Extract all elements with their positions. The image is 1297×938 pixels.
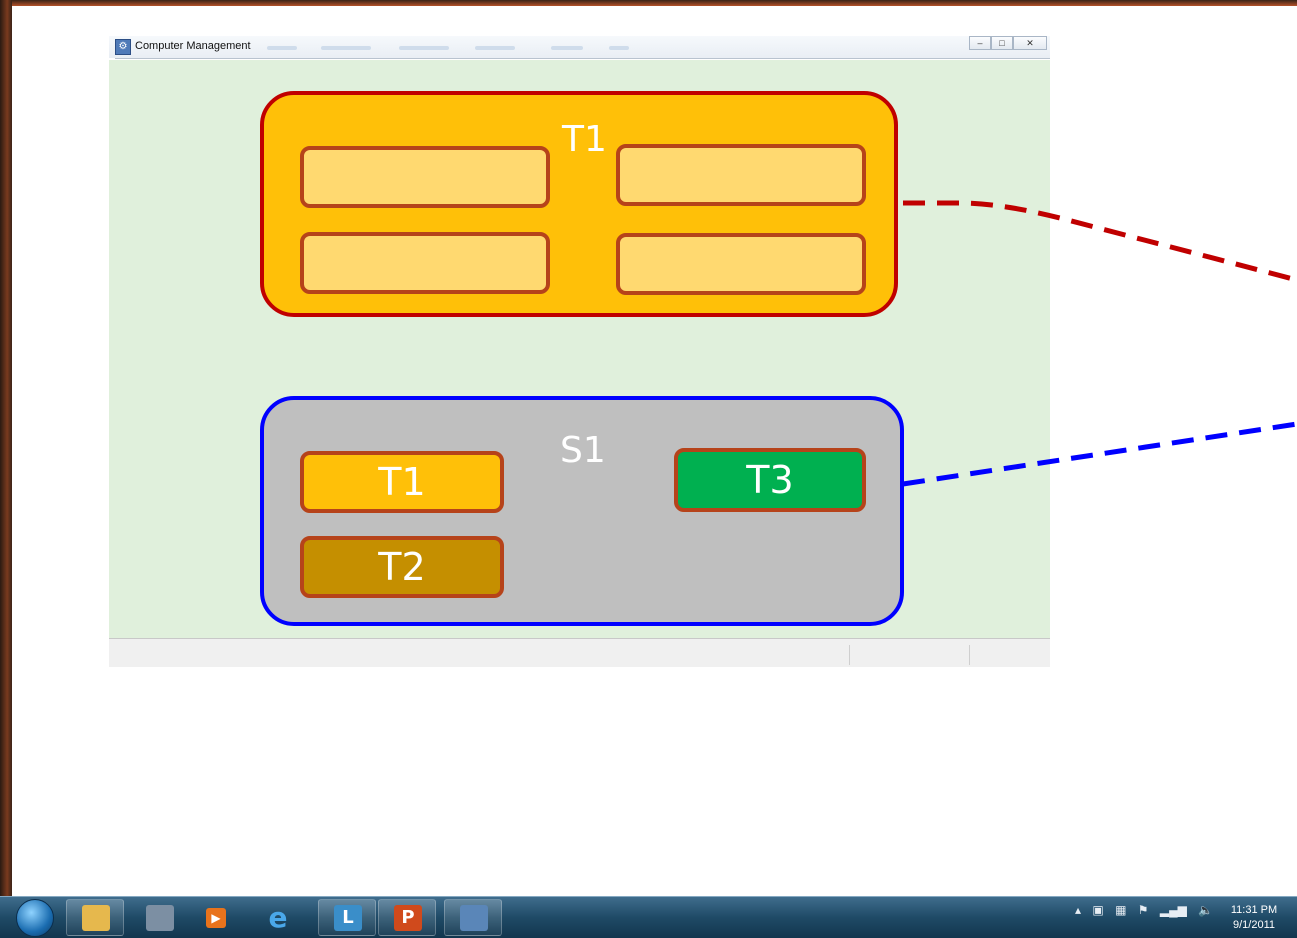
faded-menu-item (609, 46, 629, 50)
clock-time: 11:31 PM (1230, 904, 1278, 916)
titlebar-divider (115, 58, 1050, 59)
t1-slot (616, 233, 866, 295)
powerpoint-icon: P (394, 905, 422, 931)
faded-menu-item (321, 46, 371, 50)
taskbar-computer-management-button[interactable] (444, 899, 502, 936)
s1-connector-line (902, 421, 1297, 487)
taskbar-lync-button[interactable]: L (318, 899, 376, 936)
taskbar-media-player-button[interactable]: ▶ (186, 899, 244, 936)
t1-slot (300, 146, 550, 208)
desktop-frame-top (0, 0, 1297, 6)
t1-slot (616, 144, 866, 206)
faded-menu-item (399, 46, 449, 50)
signal-icon[interactable]: ▂▄▆ (1159, 903, 1187, 917)
status-divider (849, 645, 850, 665)
taskbar-clock[interactable]: 11:31 PM 9/1/2011 (1222, 903, 1286, 933)
t1-group-label: T1 (562, 119, 607, 160)
maximize-button[interactable]: □ (991, 36, 1013, 50)
network-icon[interactable]: ▦ (1115, 903, 1127, 917)
clock-date: 9/1/2011 (1232, 919, 1275, 931)
faded-menu-item (475, 46, 515, 50)
system-tray: ▴ ▣ ▦ ⚑ ▂▄▆ 🔈 (1075, 903, 1221, 933)
folder-icon (82, 905, 110, 931)
taskbar-explorer-button[interactable] (66, 899, 124, 936)
window-titlebar[interactable]: ⚙ Computer Management ‒ □ ✕ (109, 36, 1050, 59)
t1-group: T1 (260, 91, 898, 317)
action-center-flag-icon[interactable]: ⚑ (1137, 903, 1149, 917)
faded-menu-item (551, 46, 583, 50)
status-divider (969, 645, 970, 665)
task-t2: T2 (300, 536, 504, 598)
faded-menu-item (267, 46, 297, 50)
lync-icon: L (334, 905, 362, 931)
s1-group-label: S1 (560, 430, 606, 471)
show-hidden-icons-icon[interactable]: ▴ (1075, 903, 1082, 917)
task-t1: T1 (300, 451, 504, 513)
t1-connector-line (903, 200, 1297, 283)
task-t3: T3 (674, 448, 866, 512)
taskbar-ie-button[interactable]: e (248, 899, 306, 936)
taskbar: ▶ e L P ▴ ▣ ▦ ⚑ ▂▄▆ 🔈 11:31 PM 9/1/2011 (0, 896, 1297, 938)
computer-management-window: ⚙ Computer Management ‒ □ ✕ T1 S1 T1 T2 … (109, 36, 1050, 667)
desktop-frame-left (0, 0, 12, 896)
computer-management-taskbar-icon (460, 905, 488, 931)
calculator-icon (146, 905, 174, 931)
internet-explorer-icon: e (268, 901, 288, 934)
window-title: Computer Management (135, 40, 251, 52)
start-button[interactable] (16, 899, 54, 937)
volume-icon[interactable]: 🔈 (1198, 903, 1214, 917)
s1-group: S1 T1 T2 T3 (260, 396, 904, 626)
close-button[interactable]: ✕ (1013, 36, 1047, 50)
media-player-icon: ▶ (206, 908, 226, 928)
diagram-area: T1 S1 T1 T2 T3 (109, 60, 1050, 638)
minimize-button[interactable]: ‒ (969, 36, 991, 50)
onenote-icon[interactable]: ▣ (1092, 903, 1104, 917)
t1-slot (300, 232, 550, 294)
taskbar-powerpoint-button[interactable]: P (378, 899, 436, 936)
taskbar-calculator-button[interactable] (130, 899, 188, 936)
status-bar (109, 638, 1050, 667)
computer-management-icon: ⚙ (115, 39, 131, 55)
